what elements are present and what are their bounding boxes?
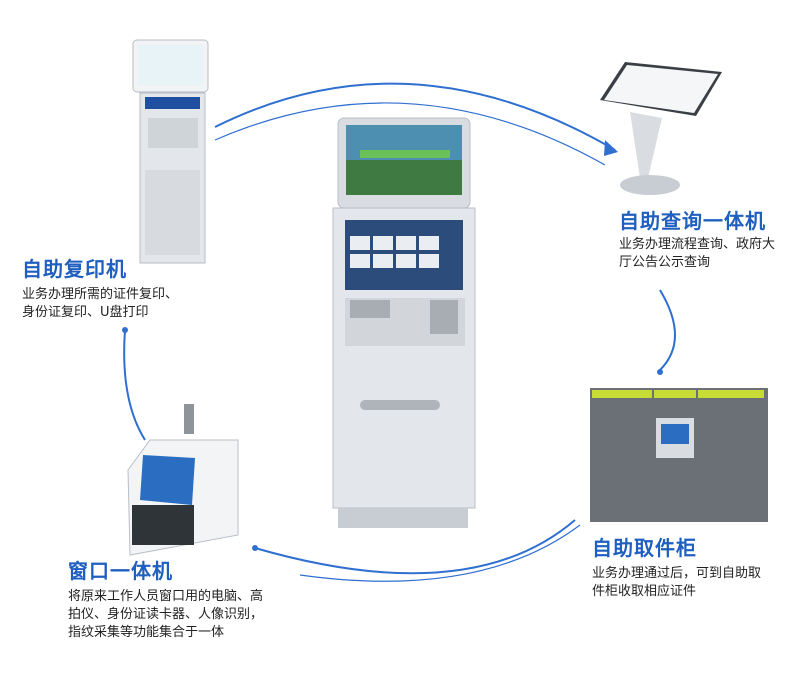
orbit-dot-bottom xyxy=(252,545,258,551)
orbit-arc-bottom xyxy=(254,519,576,575)
orbit-dot-right xyxy=(657,369,663,375)
query-kiosk-description: 业务办理流程查询、政府大 厅公告公示查询 xyxy=(619,237,776,270)
orbit-arc-right xyxy=(659,289,676,371)
pickup-locker-description: 业务办理通过后，可到自助取 件柜收取相应证件 xyxy=(592,566,762,599)
query-kiosk-title: 自助查询一体机 xyxy=(619,209,766,233)
window-machine-description: 将原来工作人员窗口用的电脑、高 拍仪、身份证读卡器、人像识别， 指纹采集等功能集… xyxy=(68,589,264,640)
window-machine-title: 窗口一体机 xyxy=(68,559,173,583)
orbit-arc-top xyxy=(214,82,616,151)
orbit-dot-left xyxy=(122,327,128,333)
orbit-arc-bottom-inner xyxy=(299,524,581,582)
copier-title: 自助复印机 xyxy=(22,257,127,281)
orbit-arc-top-inner xyxy=(214,102,606,166)
orbit-arrow-top xyxy=(604,140,618,156)
copier-description: 业务办理所需的证件复印、 身份证复印、U盘打印 xyxy=(22,287,179,320)
pickup-locker-title: 自助取件柜 xyxy=(592,536,697,560)
orbit-arc-left xyxy=(123,329,146,441)
